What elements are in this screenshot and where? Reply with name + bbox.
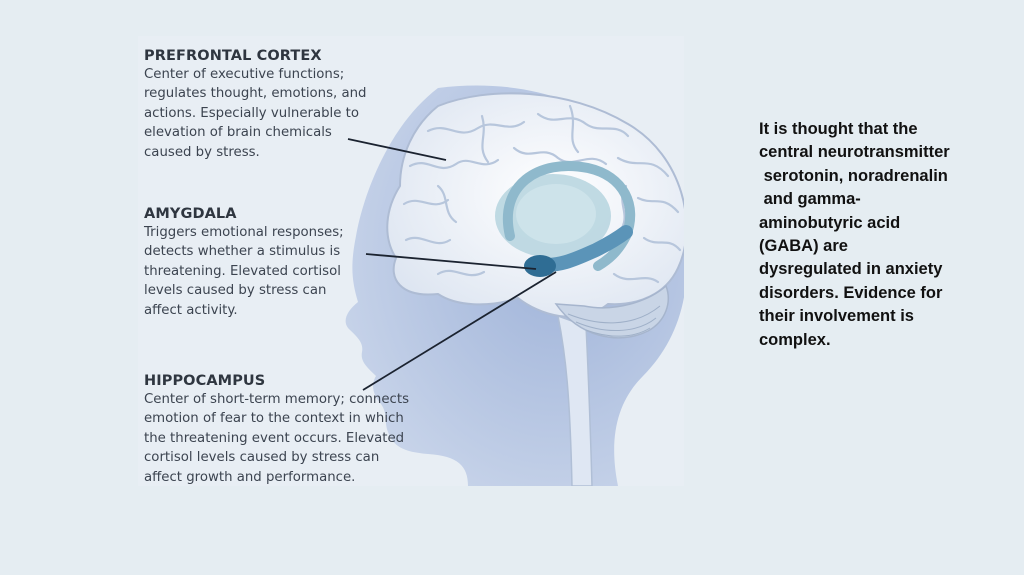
label-title: AMYGDALA [144,206,237,222]
pointer-prefrontal [347,138,447,161]
label-prefrontal-cortex: PREFRONTAL CORTEX Center of executive fu… [144,47,404,162]
label-title: PREFRONTAL CORTEX [144,48,322,64]
brain-gyri [402,104,682,284]
fornix-arc [503,161,636,271]
thalamus [516,184,596,244]
neurotransmitter-text: It is thought that the central neurotran… [759,120,950,349]
amygdala-structure [524,255,556,277]
pointer-hippocampus [362,271,557,391]
pointer-amygdala [365,253,537,270]
label-amygdala: AMYGDALA Triggers emotional responses; d… [144,205,384,320]
label-description: Center of short-term memory; connects em… [144,392,409,485]
pointer-lines [347,138,557,391]
brain-diagram: PREFRONTAL CORTEX Center of executive fu… [138,36,684,486]
cerebellum-folds [567,305,661,337]
label-hippocampus: HIPPOCAMPUS Center of short-term memory;… [144,372,454,486]
label-title: HIPPOCAMPUS [144,373,266,389]
brainstem [557,314,593,486]
label-description: Triggers emotional responses; detects wh… [144,225,344,318]
brain-illustration [345,85,684,486]
label-description: Center of executive functions; regulates… [144,67,367,160]
